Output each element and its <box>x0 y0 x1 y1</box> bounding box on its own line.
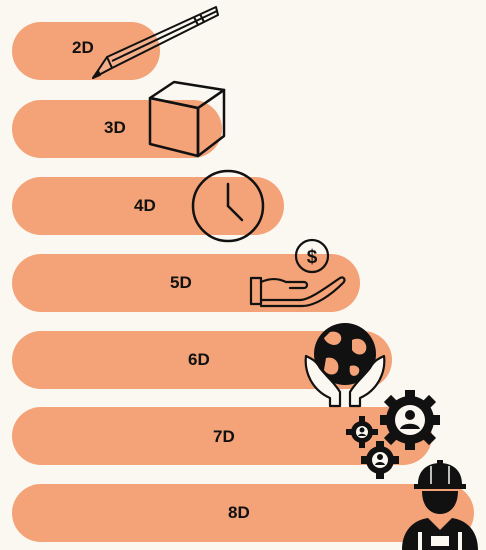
cube-icon <box>146 80 228 158</box>
hand-coin-icon: $ <box>248 236 348 308</box>
step-label-6d: 6D <box>188 350 210 370</box>
step-label-7d: 7D <box>213 427 235 447</box>
worker-icon <box>398 460 482 550</box>
step-label-4d: 4D <box>134 196 156 216</box>
step-label-5d: 5D <box>170 273 192 293</box>
step-label-8d: 8D <box>228 503 250 523</box>
clock-icon <box>190 168 266 244</box>
step-label-3d: 3D <box>104 118 126 138</box>
svg-text:$: $ <box>307 247 318 268</box>
pencil-icon <box>90 5 220 85</box>
